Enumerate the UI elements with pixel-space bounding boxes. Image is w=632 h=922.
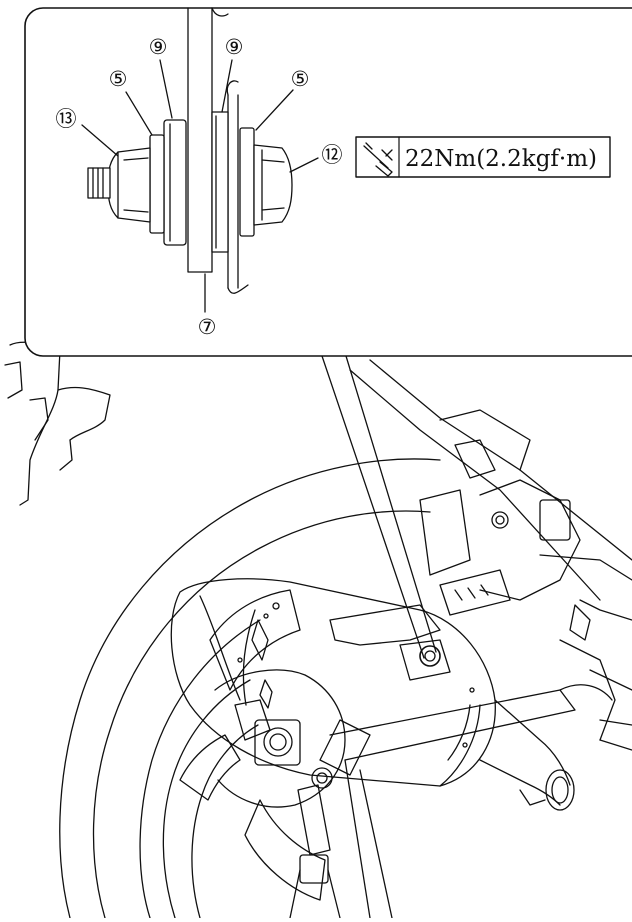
- callout-nut: ⑬: [56, 107, 77, 131]
- chain-adjuster: [289, 767, 341, 919]
- washers: [149, 127, 255, 237]
- rear-frame: [349, 359, 632, 751]
- callout-spacer-left: ⑨: [149, 35, 168, 59]
- brake-assembly: [214, 669, 346, 808]
- motorcycle-rear-illustration: [4, 341, 632, 919]
- rear-tyre: [59, 458, 441, 919]
- callout-washer-right: ⑤: [291, 67, 310, 91]
- muffler-bracket: [329, 604, 451, 681]
- rear-wheel-rim: [162, 589, 371, 919]
- bolt-head-12: [253, 144, 293, 226]
- torque-value: 22Nm(2.2kgf·m): [405, 146, 597, 172]
- torque-spec-box: 22Nm(2.2kgf·m): [355, 136, 611, 178]
- callout-washer-left: ⑤: [109, 67, 128, 91]
- bolt-thread: [87, 167, 111, 199]
- callout-spacer-right: ⑨: [225, 35, 244, 59]
- inset-frame: [24, 7, 632, 357]
- nut-13: [107, 147, 151, 223]
- swingarm: [329, 684, 613, 919]
- rear-fender: [4, 341, 111, 506]
- spacers: [163, 111, 229, 253]
- callout-leaders: [81, 59, 319, 313]
- callout-labels: ⑬ ⑤ ⑨ ⑨ ⑤ ⑫ ⑦: [56, 35, 343, 339]
- callout-bracket: ⑦: [198, 315, 217, 339]
- muffler: [170, 578, 575, 811]
- callout-bolt: ⑫: [322, 143, 343, 167]
- torque-wrench-icon: [363, 142, 393, 177]
- detail-inset: ⑬ ⑤ ⑨ ⑨ ⑤ ⑫ ⑦ 22Nm(2.2kgf·m): [24, 7, 632, 357]
